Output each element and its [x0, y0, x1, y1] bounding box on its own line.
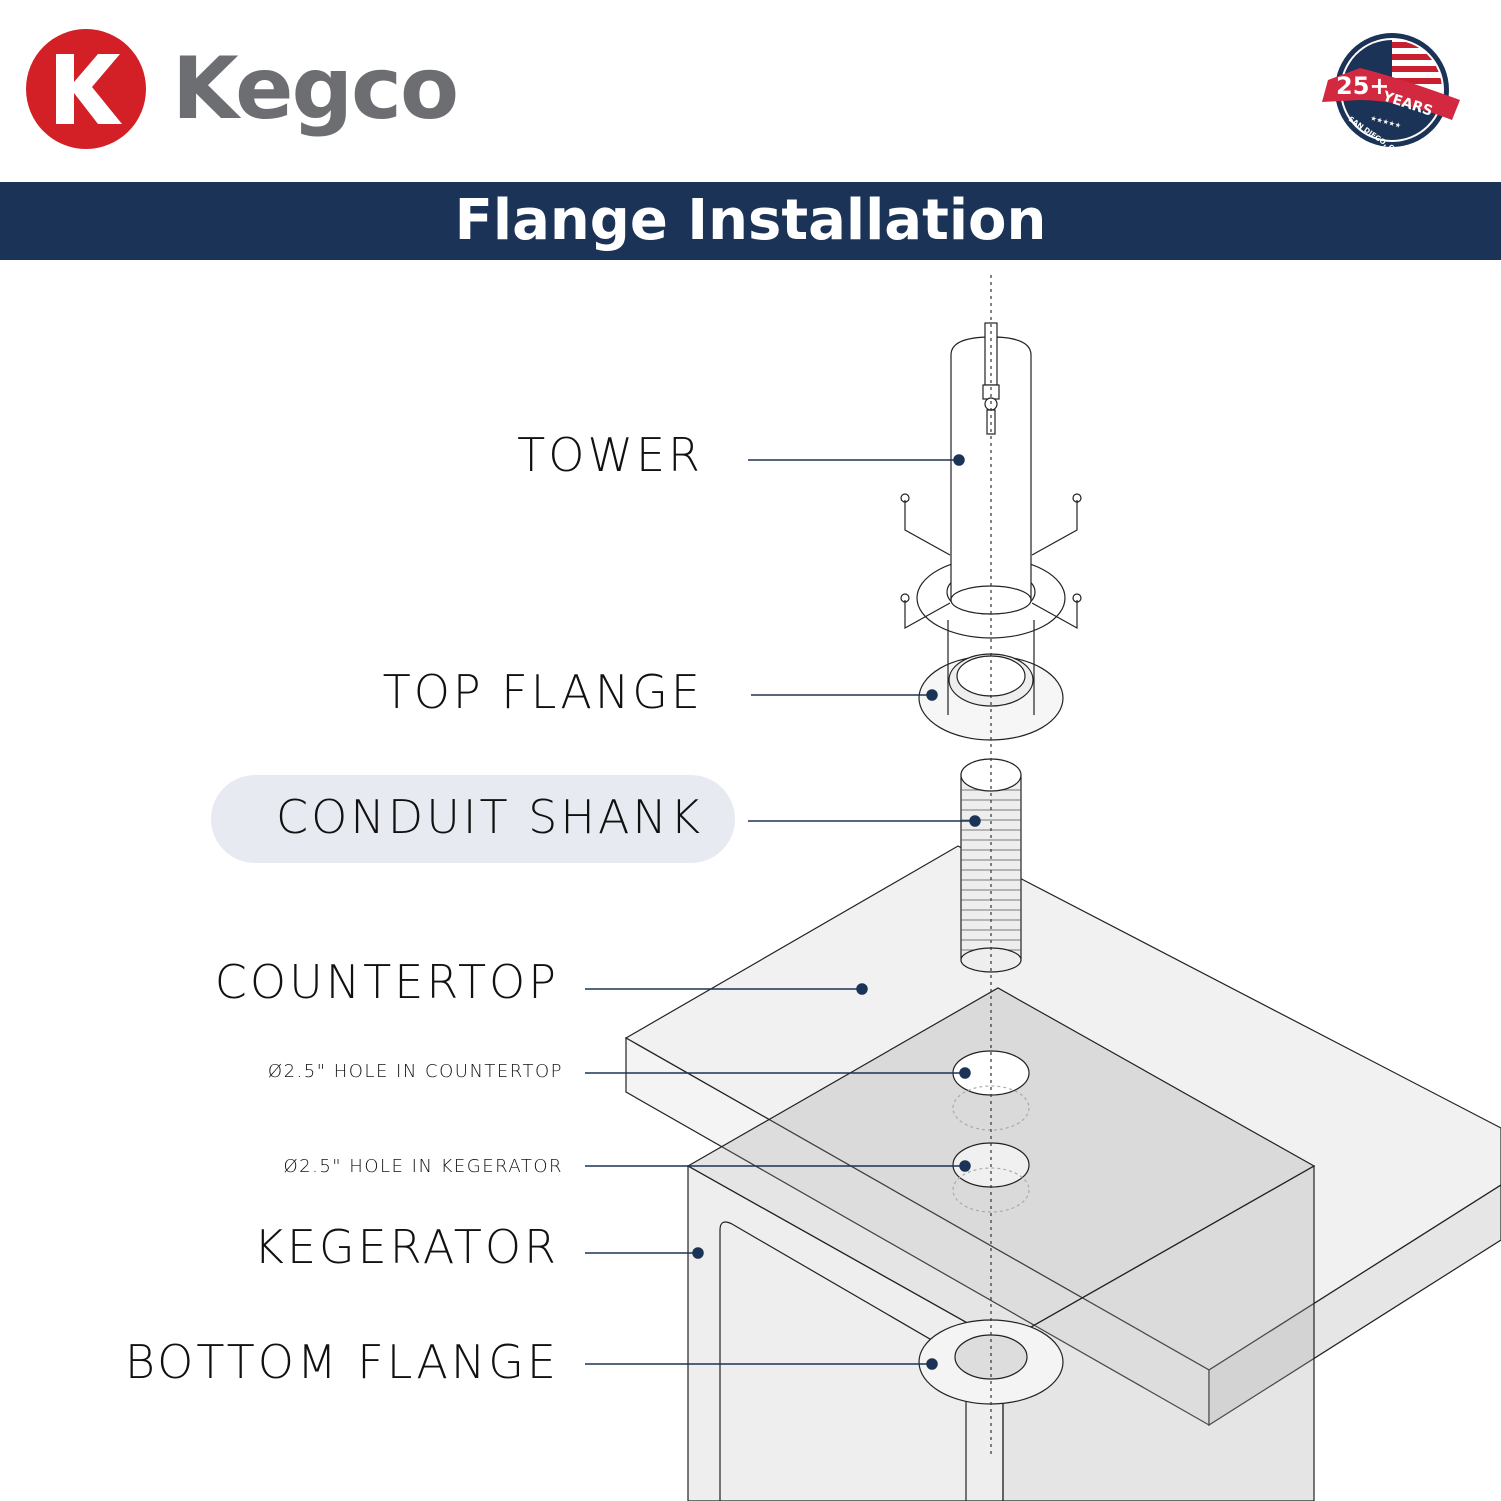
leader-dot-conduit	[969, 815, 981, 827]
label-top-flange: TOP FLANGE	[382, 665, 703, 719]
label-bottom-flange: BOTTOM FLANGE	[124, 1335, 559, 1389]
conduit-shank-highlight	[211, 775, 735, 863]
kegco-logo: Kegco	[26, 29, 459, 149]
screws	[900, 493, 1082, 715]
kegerator-front	[687, 1164, 1004, 1501]
leader-dot-hole-kegerator	[959, 1160, 971, 1172]
label-conduit-shank: CONDUIT SHANK	[276, 790, 703, 844]
logo-k-icon	[26, 29, 146, 149]
label-hole-kegerator: Ø2.5" HOLE IN KEGERATOR	[283, 1156, 563, 1177]
label-kegerator: KEGERATOR	[253, 1220, 559, 1274]
leader-dot-countertop	[856, 983, 868, 995]
label-countertop: COUNTERTOP	[214, 955, 559, 1009]
countertop-side	[1208, 1184, 1501, 1427]
label-hole-countertop: Ø2.5" HOLE IN COUNTERTOP	[267, 1061, 563, 1082]
25-years-badge: 25+ YEARS ★★★★★ SAN DIEGO, CA	[1320, 28, 1470, 157]
leader-dot-bottom-flange	[926, 1358, 938, 1370]
leader-dot-top-flange	[926, 689, 938, 701]
svg-text:25+: 25+	[1336, 72, 1390, 100]
conduit-shank	[960, 774, 1022, 961]
leader-dot-tower	[953, 454, 965, 466]
kegerator-side	[1002, 1164, 1315, 1501]
leader-dot-hole-countertop	[959, 1067, 971, 1079]
title-banner: Flange Installation	[0, 182, 1501, 260]
label-tower: TOWER	[517, 428, 703, 482]
leader-dot-kegerator	[692, 1247, 704, 1259]
brand-name: Kegco	[172, 39, 459, 139]
